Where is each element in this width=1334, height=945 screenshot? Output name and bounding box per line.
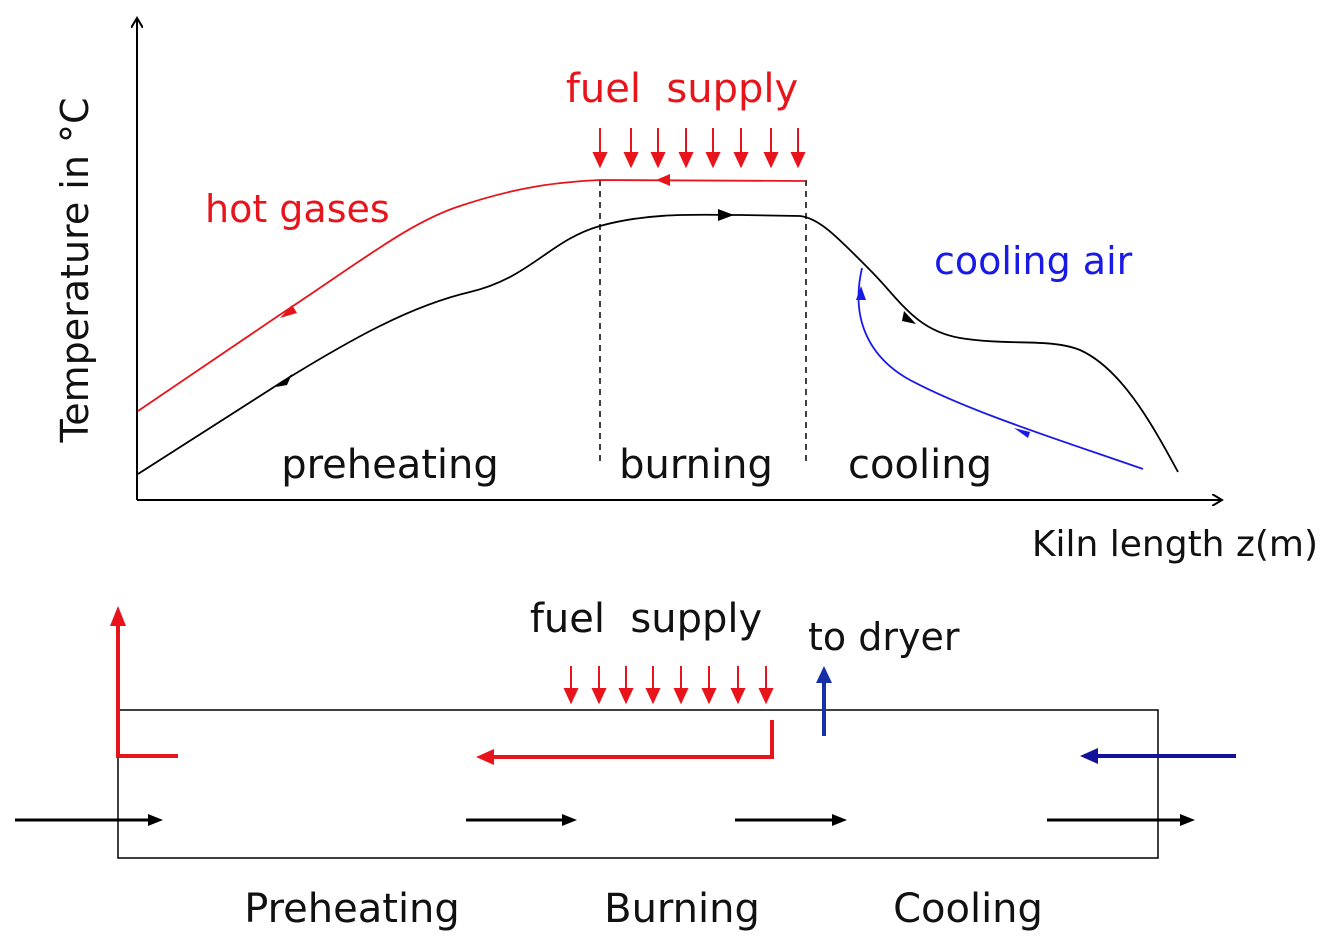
kiln-zone-label-cooling: Cooling: [893, 886, 1043, 932]
hot-gases-curve: [137, 179, 807, 412]
cooling-air-inlet-arrow: [1080, 748, 1236, 764]
bottom-fuel-supply-arrows: [563, 666, 774, 705]
material-arrow-head-left: [276, 374, 292, 387]
kiln-zone-label-burning: Burning: [604, 886, 760, 932]
material-flow-arrow-1: [15, 814, 163, 826]
material-flow-arrow-3: [735, 814, 847, 826]
to-dryer-arrow: [816, 666, 832, 736]
cooling-air-label: cooling air: [934, 239, 1133, 283]
kiln-schematic: fuel supply to dryer: [15, 596, 1236, 932]
zone-label-burning: burning: [619, 442, 773, 488]
material-arrow-head-right: [902, 311, 916, 324]
cooling-air-curve: [857, 267, 1144, 470]
material-flow-arrow-4: [1047, 814, 1195, 826]
kiln-body: [117, 709, 1159, 859]
hot-gases-arrow-head-mid: [656, 174, 670, 186]
material-temperature-curve: [137, 213, 1179, 475]
hot-gas-flow-arrow: [476, 720, 774, 765]
hot-gases-label: hot gases: [205, 187, 390, 231]
bottom-fuel-supply-label: fuel supply: [530, 596, 762, 642]
kiln-zone-label-preheating: Preheating: [244, 886, 460, 932]
x-axis-label: Kiln length z(m): [1032, 524, 1318, 565]
material-flow-arrow-2: [466, 814, 577, 826]
exhaust-gas-arrow: [110, 606, 178, 758]
top-fuel-supply-label: fuel supply: [566, 66, 798, 112]
cooling-air-arrow-head-upper: [856, 286, 866, 300]
to-dryer-label: to dryer: [808, 615, 960, 659]
zone-label-cooling: cooling: [848, 442, 992, 488]
zone-label-preheating: preheating: [281, 442, 499, 488]
temperature-profile-chart: Temperature in °C Kiln length z(m) fuel …: [53, 18, 1318, 565]
hot-gases-arrow-head-left: [280, 305, 297, 318]
cooling-air-arrow-head-lower: [1014, 428, 1030, 438]
top-fuel-supply-arrows: [592, 128, 806, 169]
y-axis-label: Temperature in °C: [53, 97, 97, 443]
material-arrow-head-mid: [718, 209, 734, 221]
